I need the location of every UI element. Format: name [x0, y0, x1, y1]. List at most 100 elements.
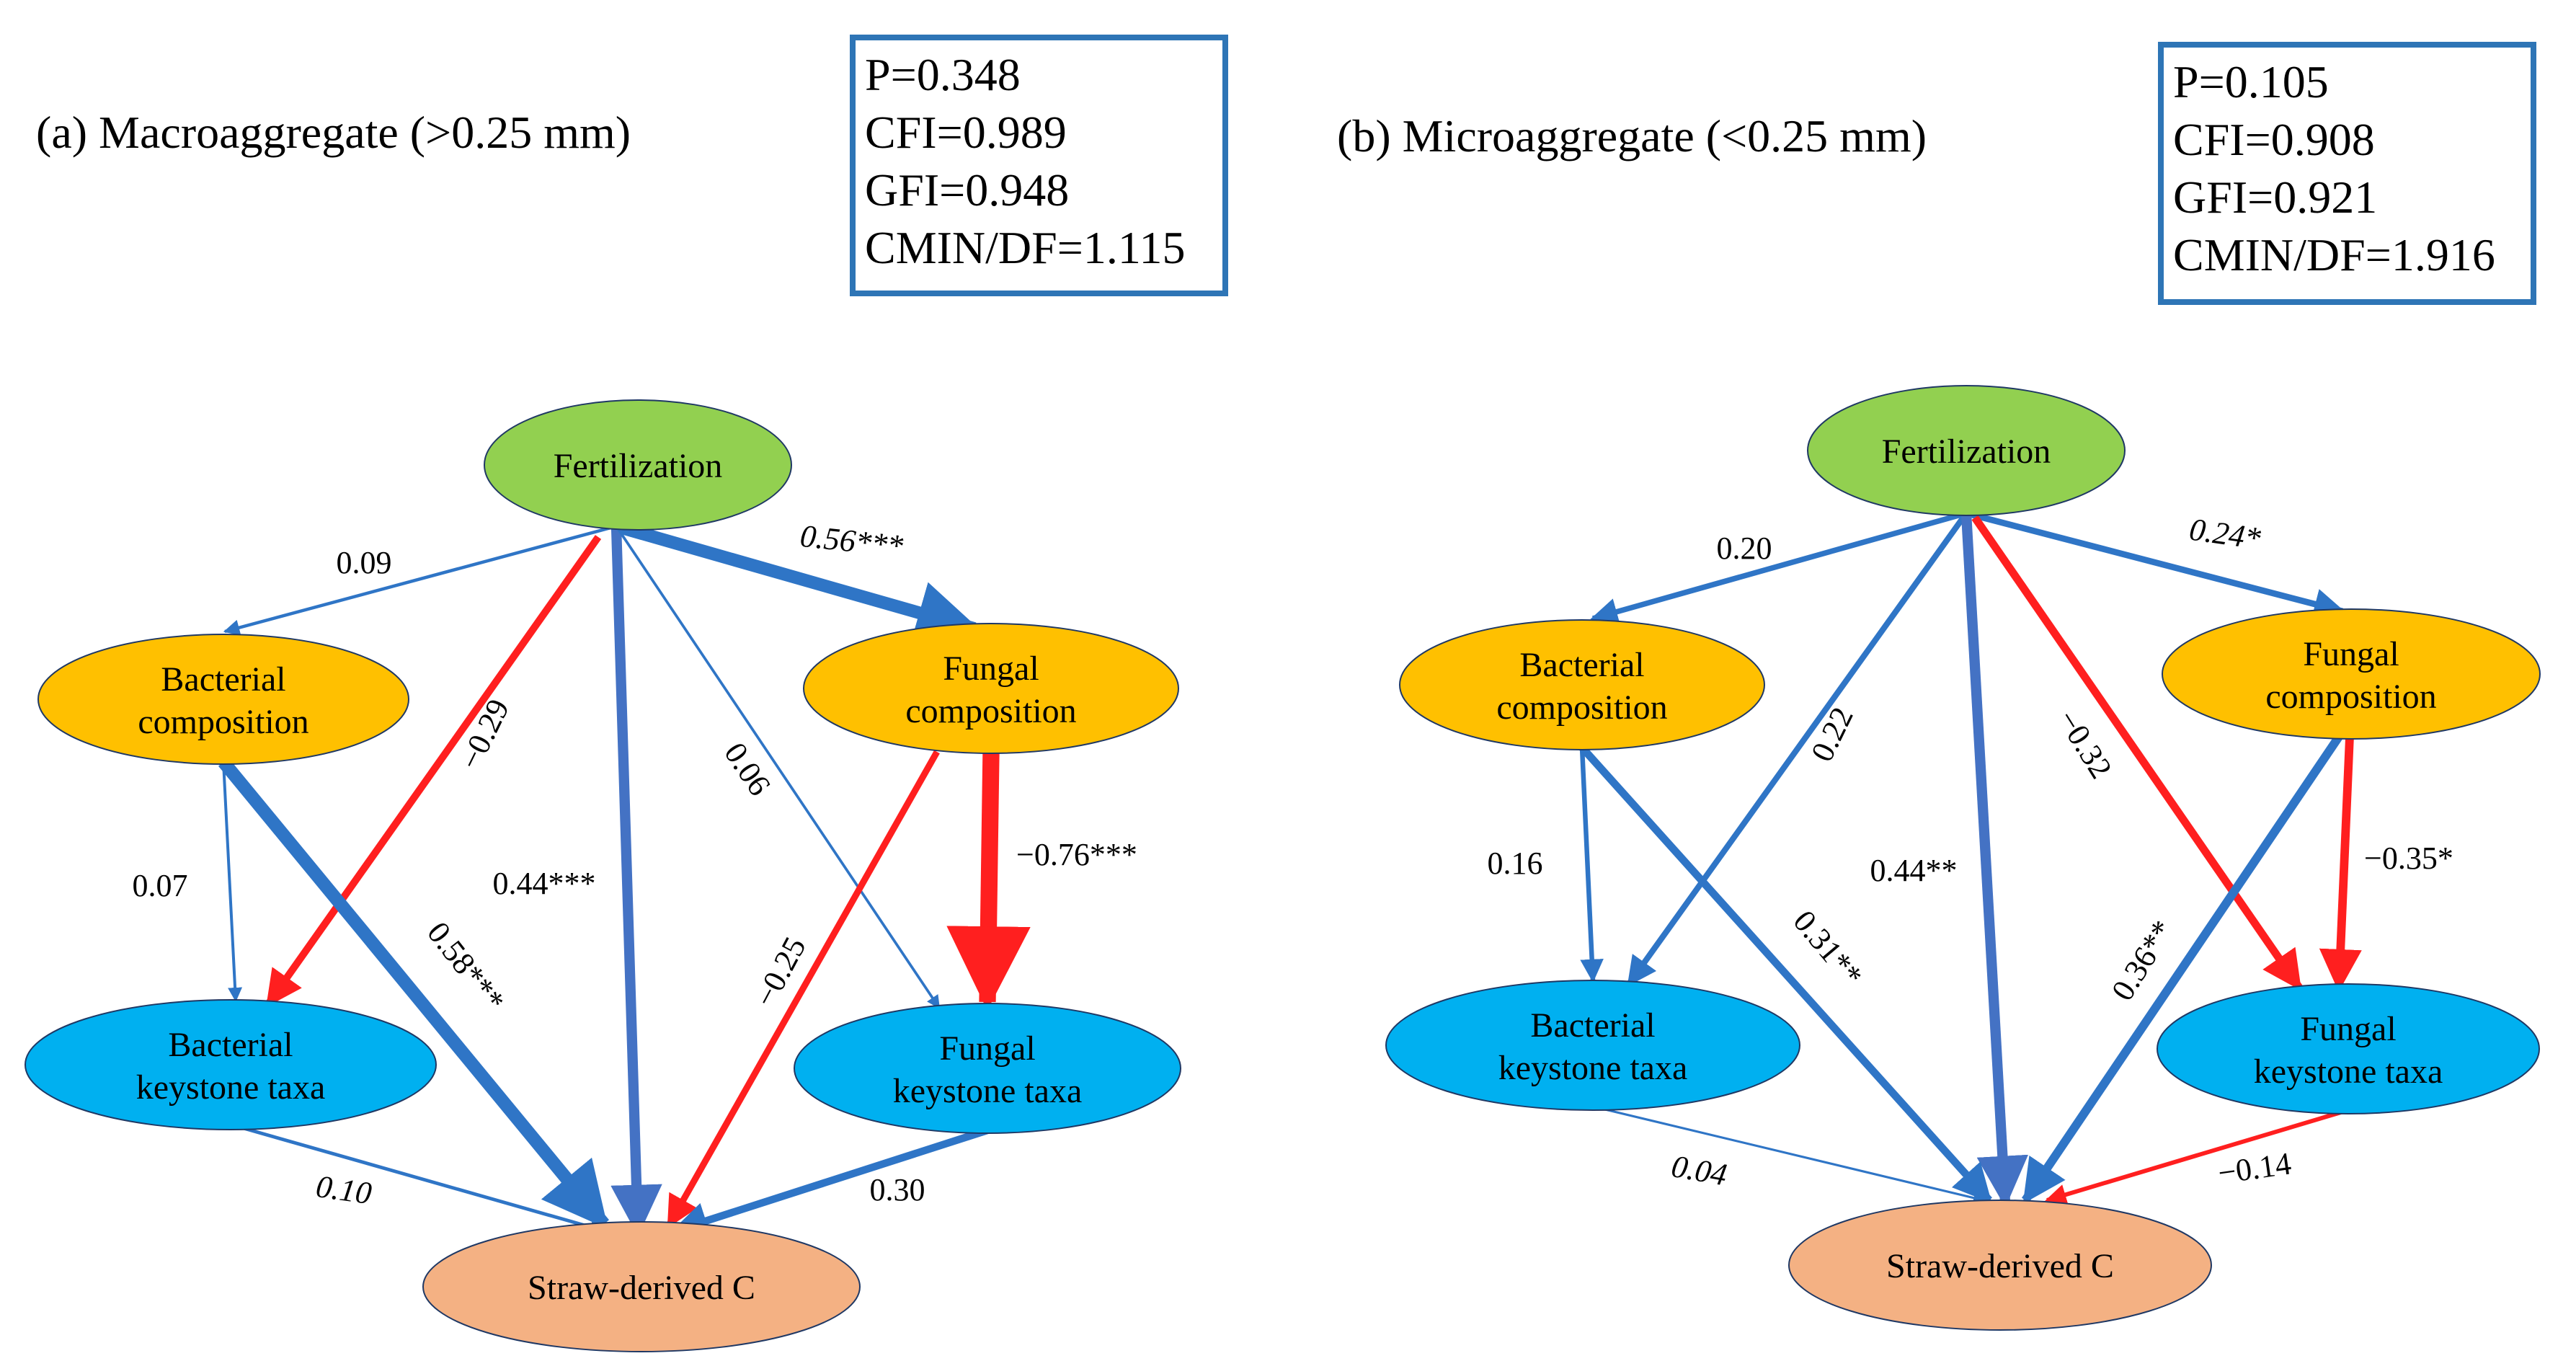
path-b-fert-sc-arrow — [1960, 513, 2029, 1208]
node-b-fungal-keystone-shape — [2157, 983, 2540, 1114]
panel-a-fit-p: P=0.348 — [865, 49, 1021, 100]
path-a-fert-fc-arrow — [614, 520, 981, 644]
panel-a-fit-cfi: CFI=0.989 — [865, 107, 1067, 158]
path-b-fert-fc-arrow — [1965, 510, 2346, 620]
path-a-fert-bk-arrow — [265, 535, 602, 1008]
node-a-fungal-composition-label-2: composition — [905, 692, 1076, 730]
path-b-bc-sc-arrow — [1579, 745, 1992, 1203]
node-b-bacterial-composition-label-2: composition — [1496, 688, 1667, 727]
node-a-fertilization: Fertilization — [484, 399, 792, 531]
path-b-fert-bc-coef: 0.20 — [1717, 531, 1772, 566]
path-a-fert-sc-coef: 0.44*** — [493, 866, 596, 901]
node-b-straw-derived-c-shape — [1788, 1200, 2212, 1331]
path-b-fc-sc: 0.36** — [2021, 734, 2343, 1205]
path-b-fert-bc: 0.20 — [1590, 510, 1968, 626]
node-a-fungal-composition-shape — [803, 623, 1179, 754]
panel-a-fit-box: P=0.348 CFI=0.989 GFI=0.948 CMIN/DF=1.11… — [850, 35, 1228, 296]
path-b-fert-fc: 0.24* — [1965, 510, 2346, 620]
path-b-fert-bk-coef: 0.22 — [1804, 701, 1860, 767]
node-b-bacterial-keystone-label-1: Bacterial — [1530, 1006, 1655, 1045]
panel-a-fit-gfi: GFI=0.948 — [865, 164, 1069, 216]
path-a-bk-sc: 0.10 — [230, 1122, 608, 1236]
path-b-fert-fk-arrow — [1971, 515, 2303, 991]
node-b-fertilization: Fertilization — [1807, 385, 2126, 516]
path-a-fc-sc-arrow — [666, 750, 940, 1228]
path-a-fert-sc: 0.44*** — [493, 526, 662, 1237]
path-b-fk-sc-coef: −0.14 — [2216, 1145, 2293, 1191]
path-b-bk-sc: 0.04 — [1592, 1105, 1985, 1204]
path-a-bc-bk-coef: 0.07 — [133, 868, 188, 903]
node-b-fertilization-shape — [1807, 385, 2126, 516]
node-b-bacterial-keystone-label-2: keystone taxa — [1498, 1049, 1688, 1087]
panel-a-fit-box-border — [850, 35, 1228, 296]
panel-b-title: (b) Microaggregate (<0.25 mm) — [1337, 110, 1927, 161]
path-a-bc-bk: 0.07 — [133, 761, 243, 1002]
path-b-fc-fk: −0.35* — [2319, 736, 2453, 992]
path-b-fert-fc-coef: 0.24* — [2188, 511, 2263, 556]
panel-a: (a) Macroaggregate (>0.25 mm) P=0.348 CF… — [25, 35, 1228, 1352]
path-a-bc-sc-coef: 0.58*** — [420, 916, 512, 1019]
path-a-fc-sc: −0.25 — [666, 750, 940, 1228]
node-a-straw-derived-c-shape — [422, 1221, 861, 1352]
node-a-bacterial-keystone: Bacterial keystone taxa — [25, 999, 437, 1130]
path-a-fert-bc-coef: 0.09 — [337, 545, 392, 580]
path-a-fert-bc: 0.09 — [223, 524, 617, 636]
node-a-bacterial-composition: Bacterial composition — [37, 634, 409, 765]
panel-b-fit-cmin: CMIN/DF=1.916 — [2173, 229, 2495, 280]
path-a-bk-sc-arrow — [230, 1122, 608, 1236]
node-b-fertilization-label: Fertilization — [1882, 433, 2051, 471]
path-b-fk-sc: −0.14 — [2045, 1108, 2349, 1205]
path-a-fert-fk-arrow — [615, 525, 941, 1009]
path-b-bc-bk-arrow — [1579, 747, 1604, 983]
node-a-bacterial-keystone-label-2: keystone taxa — [136, 1068, 326, 1107]
path-b-fk-sc-arrow — [2045, 1108, 2349, 1205]
node-a-straw-derived-c: Straw-derived C — [422, 1221, 861, 1352]
path-b-bc-sc: 0.31** — [1579, 745, 1992, 1203]
node-b-straw-derived-c: Straw-derived C — [1788, 1200, 2212, 1331]
node-b-bacterial-composition-shape — [1399, 619, 1765, 750]
node-b-fungal-composition-shape — [2162, 608, 2541, 740]
path-b-fert-sc-coef: 0.44** — [1870, 853, 1958, 888]
node-b-bacterial-composition-label-1: Bacterial — [1519, 646, 1644, 684]
node-a-fertilization-label: Fertilization — [554, 447, 723, 485]
node-a-fertilization-shape — [484, 399, 792, 531]
path-a-fert-fc-coef: 0.56*** — [799, 518, 905, 564]
node-b-bacterial-keystone: Bacterial keystone taxa — [1385, 980, 1800, 1111]
path-b-fc-fk-arrow — [2319, 736, 2362, 992]
panel-b-fit-p: P=0.105 — [2173, 56, 2329, 107]
node-a-fungal-keystone-shape — [794, 1003, 1181, 1134]
path-a-fc-fk-coef: −0.76*** — [1016, 837, 1137, 872]
node-b-fungal-composition-label-2: composition — [2265, 678, 2436, 716]
panel-b-fit-cfi: CFI=0.908 — [2173, 114, 2375, 165]
panel-b: (b) Microaggregate (<0.25 mm) P=0.105 CF… — [1337, 42, 2541, 1331]
node-b-fungal-keystone-label-1: Fungal — [2300, 1010, 2396, 1048]
panel-a-fit-cmin: CMIN/DF=1.115 — [865, 222, 1185, 273]
path-b-bk-sc-arrow — [1592, 1105, 1985, 1204]
panel-b-fit-gfi: GFI=0.921 — [2173, 172, 2377, 223]
path-a-fert-fc: 0.56*** — [614, 518, 981, 644]
path-b-fert-bc-arrow — [1590, 510, 1968, 626]
path-a-fert-bc-arrow — [223, 524, 617, 636]
path-b-bk-sc-coef: 0.04 — [1669, 1148, 1729, 1193]
path-b-fc-sc-arrow — [2021, 734, 2343, 1205]
path-a-fc-fk-arrow — [946, 751, 1031, 1011]
node-a-straw-derived-c-label: Straw-derived C — [528, 1269, 755, 1307]
path-a-fk-sc-coef: 0.30 — [870, 1172, 925, 1207]
path-b-fert-bk: 0.22 — [1626, 511, 1969, 987]
path-a-fk-sc-arrow — [670, 1127, 989, 1239]
path-a-fc-sc-coef: −0.25 — [747, 931, 813, 1013]
node-a-bacterial-keystone-shape — [25, 999, 437, 1130]
path-b-fert-bk-arrow — [1626, 511, 1969, 987]
node-b-bacterial-composition: Bacterial composition — [1399, 619, 1765, 750]
node-b-fungal-keystone-label-2: keystone taxa — [2254, 1052, 2443, 1091]
node-b-fungal-keystone: Fungal keystone taxa — [2157, 983, 2540, 1114]
path-a-bc-sc-arrow — [218, 758, 610, 1230]
node-b-straw-derived-c-label: Straw-derived C — [1886, 1247, 2114, 1285]
path-b-fc-fk-coef: −0.35* — [2364, 841, 2453, 876]
path-a-bc-sc: 0.58*** — [218, 758, 610, 1230]
node-a-fungal-composition: Fungal composition — [803, 623, 1179, 754]
path-a-bk-sc-coef: 0.10 — [314, 1169, 373, 1211]
node-a-bacterial-composition-shape — [37, 634, 409, 765]
path-a-fert-sc-arrow — [610, 526, 662, 1237]
panel-a-nodes: Fertilization Bacterial composition Fung… — [25, 399, 1181, 1352]
